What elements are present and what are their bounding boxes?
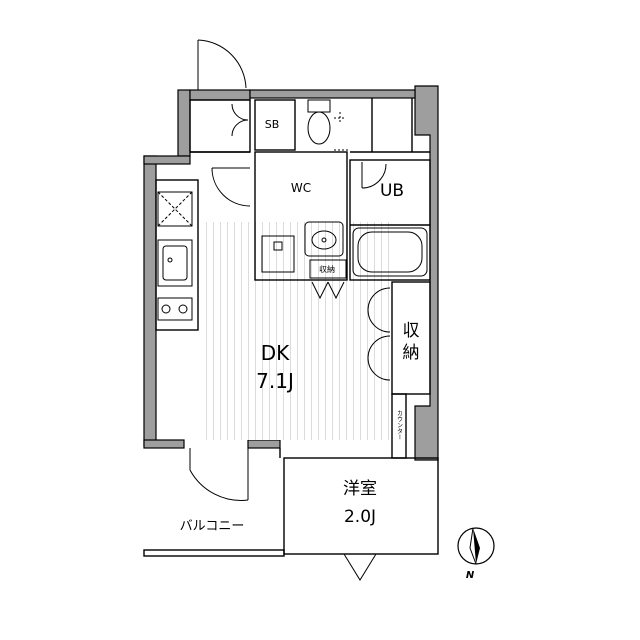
label-ub: UB [380,181,404,201]
label-storage-1: 収 [403,321,420,341]
bathtub [352,227,428,277]
label-western-name: 洋室 [343,479,377,499]
compass-label: N [466,570,475,581]
compass-icon: N [457,527,495,581]
label-wc: WC [291,181,311,195]
wc-fixtures [261,99,350,279]
label-storage-small: 収納 [319,264,335,274]
label-counter: カウンター [396,410,403,440]
kitchen-fixtures [157,191,193,321]
label-storage-2: 納 [403,343,420,363]
label-balcony: バルコニー [180,519,245,534]
label-dk-name: DK [261,341,290,365]
label-sb: SB [265,118,280,131]
interior-walls [143,98,439,557]
label-dk-size: 7.1J [256,369,294,393]
label-western-size: 2.0J [344,507,376,527]
doors [189,39,391,581]
dk-floor [200,222,390,440]
